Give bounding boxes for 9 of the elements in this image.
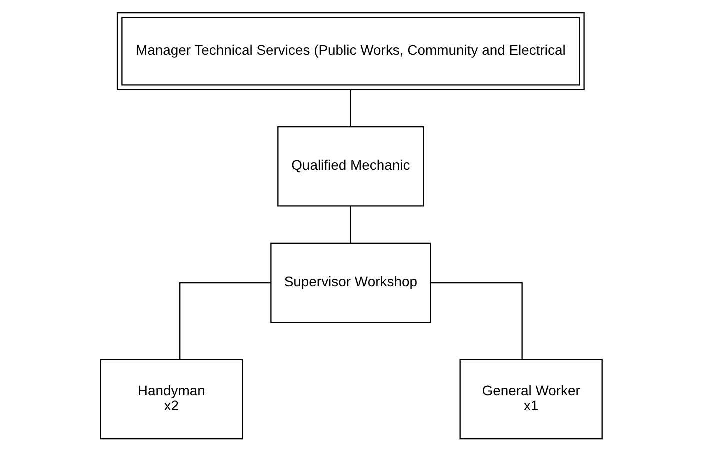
connector	[179, 282, 270, 360]
connector	[350, 206, 351, 244]
node-box: Supervisor Workshop	[270, 242, 431, 324]
node-box: Manager Technical Services (Public Works, Community and Electrical	[116, 12, 584, 90]
connector	[430, 282, 522, 360]
node-box: General Worker x1	[459, 359, 602, 440]
node-box: Qualified Mechanic	[277, 126, 424, 207]
connector	[350, 90, 351, 127]
node-box: Handyman x2	[100, 359, 243, 440]
